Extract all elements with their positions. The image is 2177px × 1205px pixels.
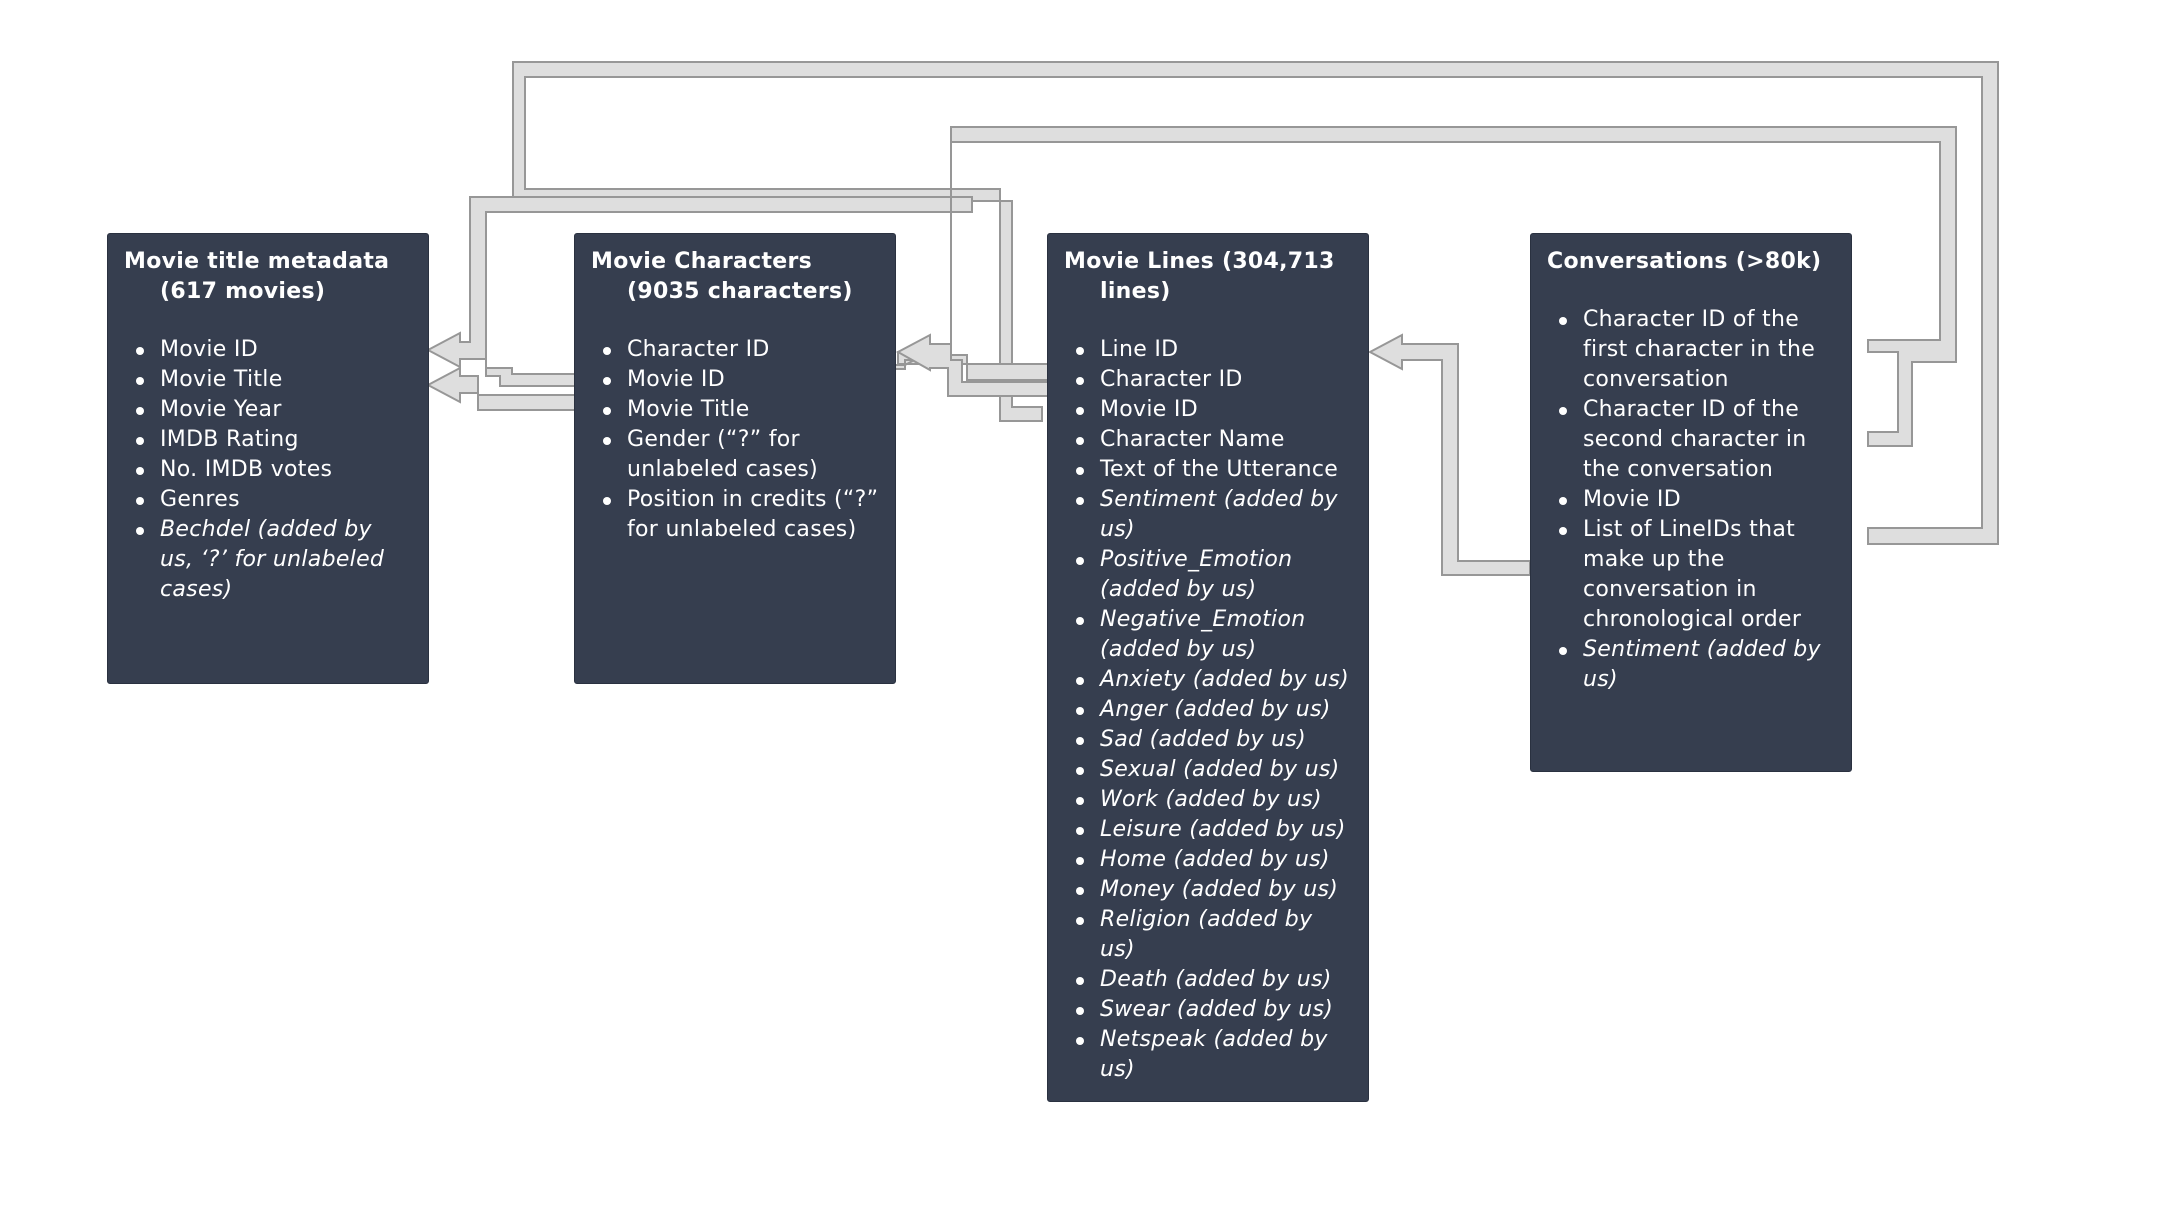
- field-item: Netspeak (added by us): [1064, 1025, 1352, 1085]
- field-item: Movie ID: [591, 365, 879, 395]
- movie-lines-title: Movie Lines (304,713 lines): [1064, 249, 1335, 304]
- field-item: Character ID: [1064, 365, 1352, 395]
- field-item: Work (added by us): [1064, 785, 1352, 815]
- connector-metadata-to-characters-movie-id: [485, 359, 577, 387]
- conversations-box: Conversations (>80k) Character ID of the…: [1530, 233, 1852, 772]
- field-item: Negative_Emotion (added by us): [1064, 605, 1352, 665]
- field-item: Line ID: [1064, 335, 1352, 365]
- field-item: List of LineIDs that make up the convers…: [1547, 515, 1835, 635]
- movie-characters-box: Movie Characters (9035 characters) Chara…: [574, 233, 896, 684]
- field-item: Gender (“?” for unlabeled cases): [591, 425, 879, 485]
- field-item: Bechdel (added by us, ‘?’ for unlabeled …: [124, 515, 412, 605]
- field-item: Character ID of the first character in t…: [1547, 305, 1835, 395]
- field-item: Death (added by us): [1064, 965, 1352, 995]
- field-item: Position in credits (“?” for unlabeled c…: [591, 485, 879, 545]
- field-item: Positive_Emotion (added by us): [1064, 545, 1352, 605]
- field-item: Character ID of the second character in …: [1547, 395, 1835, 485]
- field-item: Character ID: [591, 335, 879, 365]
- arrow-into-metadata-upper: [425, 196, 973, 369]
- field-item: Anger (added by us): [1064, 695, 1352, 725]
- field-item: No. IMDB votes: [124, 455, 412, 485]
- field-item: Sentiment (added by us): [1547, 635, 1835, 695]
- field-item: Character Name: [1064, 425, 1352, 455]
- field-item: Movie ID: [1547, 485, 1835, 515]
- field-item: Money (added by us): [1064, 875, 1352, 905]
- field-item: Movie ID: [124, 335, 412, 365]
- field-item: Sad (added by us): [1064, 725, 1352, 755]
- arrow-into-lines: [1367, 333, 1531, 576]
- field-item: Movie Title: [124, 365, 412, 395]
- field-item: Sexual (added by us): [1064, 755, 1352, 785]
- movie-metadata-title: Movie title metadata (617 movies): [124, 249, 390, 304]
- field-item: Movie ID: [1064, 395, 1352, 425]
- field-item: Movie Year: [124, 395, 412, 425]
- conversations-field-list: Character ID of the first character in t…: [1547, 305, 1835, 695]
- field-item: Leisure (added by us): [1064, 815, 1352, 845]
- field-item: Religion (added by us): [1064, 905, 1352, 965]
- field-item: Genres: [124, 485, 412, 515]
- movie-characters-title: Movie Characters (9035 characters): [591, 249, 853, 304]
- conversations-title: Conversations (>80k): [1547, 249, 1822, 274]
- movie-metadata-box: Movie title metadata (617 movies) Movie …: [107, 233, 429, 684]
- field-item: Home (added by us): [1064, 845, 1352, 875]
- field-item: IMDB Rating: [124, 425, 412, 455]
- field-item: Sentiment (added by us): [1064, 485, 1352, 545]
- field-item: Movie Title: [591, 395, 879, 425]
- field-item: Anxiety (added by us): [1064, 665, 1352, 695]
- connector-conversations-movie-id-to-metadata: [512, 61, 1999, 545]
- arrow-into-characters: [895, 333, 1049, 397]
- field-item: Swear (added by us): [1064, 995, 1352, 1025]
- field-item: Text of the Utterance: [1064, 455, 1352, 485]
